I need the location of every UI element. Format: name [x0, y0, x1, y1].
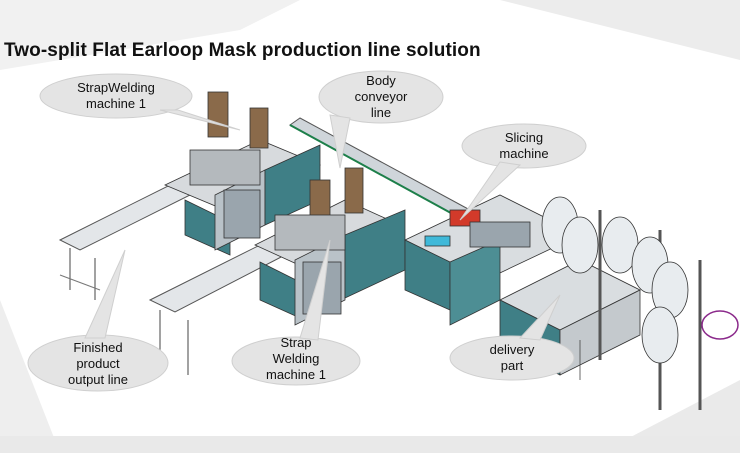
strap-welding-machine-upper [164, 91, 321, 256]
callout-strap-welding-2-line1: Strap [280, 335, 312, 350]
callout-delivery: delivery part [462, 342, 562, 374]
callout-delivery-line2: part [500, 358, 524, 373]
callout-bubble-finished-output [27, 249, 169, 392]
callout-delivery-line1: delivery [489, 342, 535, 357]
callout-strap-welding-1-line2: machine 1 [86, 96, 146, 111]
callout-bubble-strap-welding-1 [39, 73, 241, 131]
callout-slicing-line2: machine [499, 146, 549, 161]
slicing-machine-section [404, 194, 581, 326]
callout-strap-welding-2-line2: Welding [272, 351, 320, 366]
callout-finished-output: Finished product output line [48, 340, 148, 388]
callout-bubble-slicing [459, 123, 587, 221]
callout-bubble-body-conveyor [318, 70, 444, 169]
callout-finished-output-line2: product [76, 356, 120, 371]
callout-strap-welding-2: Strap Welding machine 1 [246, 335, 346, 383]
callout-body-conveyor-line2: conveyor [354, 89, 408, 104]
reel-frame [541, 196, 739, 410]
callout-finished-output-line1: Finished [73, 340, 123, 355]
callout-body-conveyor: Body conveyor line [331, 73, 431, 121]
callout-bubble-strap-welding-2 [231, 239, 361, 386]
callout-strap-welding-2-line3: machine 1 [266, 367, 326, 382]
callout-strap-welding-1-line1: StrapWelding [77, 80, 155, 95]
callout-slicing: Slicing machine [474, 130, 574, 162]
callout-body-conveyor-line3: line [370, 105, 392, 120]
page-title: Two-split Flat Earloop Mask production l… [4, 40, 481, 61]
callout-strap-welding-1: StrapWelding machine 1 [66, 80, 166, 112]
callout-bubble-delivery [449, 294, 575, 381]
callout-body-conveyor-line1: Body [366, 73, 396, 88]
callout-finished-output-line3: output line [68, 372, 128, 387]
callout-slicing-line1: Slicing [504, 130, 544, 145]
